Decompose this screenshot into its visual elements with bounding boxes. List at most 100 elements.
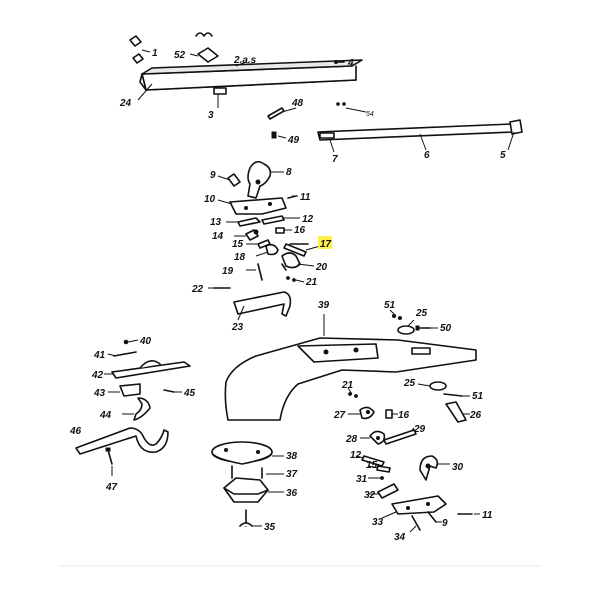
label-16b: 16	[398, 410, 410, 421]
part-screw-34	[409, 515, 421, 533]
part-hammer-28	[360, 430, 386, 445]
label-9: 9	[210, 170, 216, 181]
part-mainspring-17	[283, 243, 321, 257]
label-12b: 12	[350, 450, 362, 461]
part-escutcheon-25	[397, 319, 415, 335]
label-25: 25	[415, 308, 428, 319]
label-2: 2.a.s	[233, 55, 257, 66]
label-5: 5	[500, 150, 506, 161]
label-44: 44	[99, 410, 112, 421]
label-37: 37	[286, 469, 298, 480]
label-29: 29	[413, 424, 426, 435]
highlight-17	[318, 236, 332, 249]
part-hammer-8	[247, 160, 284, 199]
part-bolt-26	[445, 401, 470, 423]
label-17: 17	[320, 239, 332, 250]
label-33: 33	[372, 517, 384, 528]
label-22: 22	[191, 284, 204, 295]
label-11: 11	[300, 192, 311, 203]
callout-labels: 1 52 2.a.s 4 24 3 48 54 49 7 6 5 9 8 10 …	[69, 48, 506, 543]
label-11b: 11	[482, 510, 493, 521]
part-tumbler-27	[348, 406, 375, 420]
label-32: 32	[364, 490, 376, 501]
label-50: 50	[440, 323, 452, 334]
label-13: 13	[210, 217, 222, 228]
label-48: 48	[291, 98, 304, 109]
label-52: 52	[174, 50, 186, 61]
label-49: 49	[287, 135, 300, 146]
label-21b: 21	[341, 380, 354, 391]
label-21: 21	[305, 277, 318, 288]
part-spring-15b	[367, 465, 391, 473]
label-51: 51	[384, 300, 396, 311]
label-15b: 15	[366, 460, 378, 471]
part-screw-16	[275, 227, 292, 234]
label-27: 27	[333, 410, 346, 421]
part-lockplate-33	[381, 495, 447, 519]
label-41: 41	[93, 350, 106, 361]
part-hammer-18	[255, 243, 279, 257]
label-54: 54	[366, 111, 374, 118]
part-screw-9	[217, 173, 241, 187]
label-30: 30	[452, 462, 464, 473]
label-43: 43	[93, 388, 106, 399]
label-34: 34	[394, 532, 406, 543]
part-screw-40	[123, 339, 139, 345]
part-triggerguard-23	[233, 291, 292, 321]
label-6: 6	[424, 150, 430, 161]
label-4: 4	[347, 58, 354, 69]
part-pin-54	[336, 102, 367, 113]
label-26: 26	[469, 410, 482, 421]
label-38: 38	[286, 451, 298, 462]
part-tumbler-14	[234, 229, 259, 241]
part-pin-19	[246, 263, 263, 281]
label-39: 39	[318, 300, 330, 311]
label-28: 28	[345, 434, 358, 445]
label-45: 45	[183, 388, 196, 399]
part-pin-45	[163, 389, 182, 393]
part-pin-31	[368, 476, 384, 480]
label-10: 10	[204, 194, 216, 205]
part-spring-48	[267, 107, 297, 120]
label-14: 14	[212, 231, 224, 242]
part-screw-9b	[427, 511, 442, 523]
part-escutcheon-25b	[417, 381, 447, 391]
part-stock-39	[224, 314, 477, 421]
label-25b: 25	[403, 378, 416, 389]
part-hammer-30	[419, 455, 450, 481]
label-36: 36	[286, 488, 298, 499]
label-23: 23	[231, 322, 244, 333]
part-pins-21b	[347, 387, 358, 398]
part-pin-4	[334, 60, 345, 64]
part-screw-47	[105, 447, 113, 476]
part-triggerplate-42	[104, 360, 191, 379]
part-pin-37	[231, 465, 284, 479]
part-screw-11	[287, 195, 298, 199]
label-35: 35	[264, 522, 276, 533]
label-7: 7	[332, 154, 338, 165]
part-wedge-52	[189, 32, 219, 63]
part-pin-51	[389, 309, 402, 320]
part-nut-36	[223, 477, 284, 503]
part-plate-38	[211, 441, 284, 465]
label-18: 18	[234, 252, 246, 263]
label-12: 12	[302, 214, 314, 225]
part-screw-51b	[443, 393, 470, 397]
part-screw-1	[129, 35, 151, 64]
part-sear-12	[261, 215, 300, 225]
label-31: 31	[356, 474, 368, 485]
label-15: 15	[232, 239, 244, 250]
part-trigger-44	[122, 397, 151, 421]
label-9b: 9	[442, 518, 448, 529]
label-1: 1	[152, 48, 158, 59]
part-pin-21	[286, 276, 305, 283]
part-ramrod-6	[317, 119, 523, 153]
label-42: 42	[91, 370, 104, 381]
label-47: 47	[105, 482, 118, 493]
label-19: 19	[222, 266, 234, 277]
part-screw-35	[239, 509, 262, 527]
part-forend-24	[137, 59, 363, 108]
label-20: 20	[315, 262, 328, 273]
label-8: 8	[286, 167, 292, 178]
